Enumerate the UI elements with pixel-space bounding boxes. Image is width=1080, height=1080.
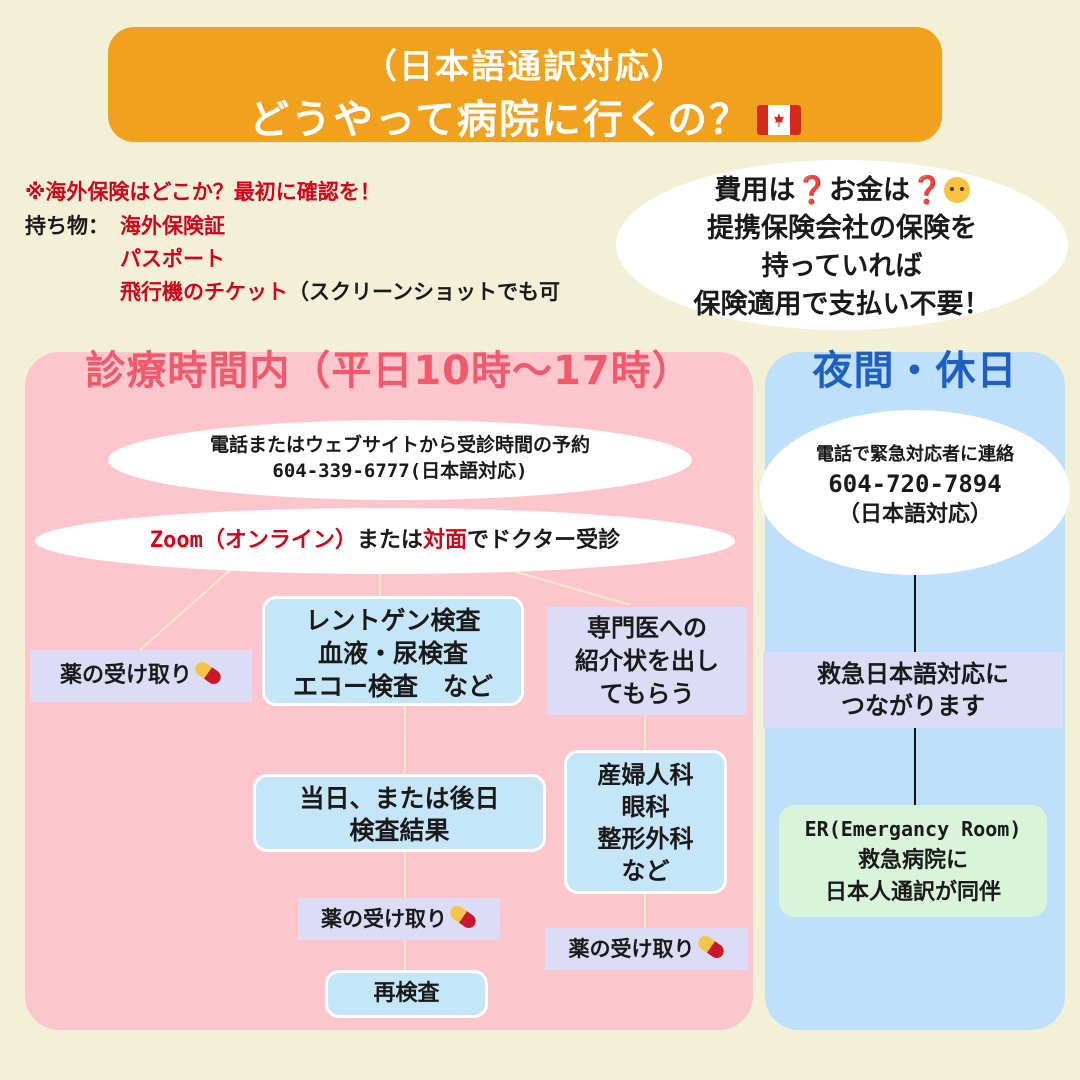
thinking-face-icon [943, 177, 970, 203]
insurance-warning: ※海外保険はどこか？最初に確認を！ [25, 180, 381, 204]
red-question-icon: ❓ [910, 175, 944, 206]
pill-icon [192, 659, 224, 687]
canada-flag-icon [757, 105, 801, 135]
consultation-ellipse: Zoom（オンライン）または対面でドクター受診 [35, 508, 735, 574]
cost-line-3: 持っていれば [761, 251, 923, 282]
item-passport: パスポート [120, 247, 225, 271]
er-box: ER(Emergancy Room) 救急病院に 日本人通訳が同伴 [779, 805, 1047, 917]
medicine-pickup-3: 薬の受け取り [545, 928, 748, 970]
medicine-pickup-1: 薬の受け取り [30, 650, 252, 702]
night-title: 夜間・休日 [812, 348, 1018, 394]
daytime-title: 診療時間内（平日10時〜17時） [85, 348, 693, 394]
retest-box: 再検査 [325, 970, 488, 1018]
pill-icon [695, 933, 726, 961]
results-box: 当日、または後日 検査結果 [253, 774, 546, 852]
red-question-icon: ❓ [795, 175, 829, 206]
emergency-connect-box: 救急日本語対応に つながります [763, 652, 1063, 728]
title-line-2: どうやって病院に行くの？ [108, 87, 942, 145]
cost-bubble: 費用は❓お金は❓ 提携保険会社の保険を 持っていれば 保険適用で支払い不要！ [616, 160, 1068, 330]
cost-line-2: 提携保険会社の保険を [707, 213, 977, 244]
item-ticket-line: 飛行機のチケット（スクリーンショットでも可 [120, 280, 560, 304]
referral-box: 専門医への 紹介状を出し てもらう [547, 607, 747, 715]
item-insurance-card: 海外保険証 [120, 214, 225, 238]
tests-box: レントゲン検査 血液・尿検査 エコー検査 など [262, 596, 524, 706]
pill-icon [447, 903, 479, 931]
cost-line-1: 費用は❓お金は❓ [616, 160, 1068, 210]
title-line-1: （日本語通訳対応） [363, 47, 687, 87]
title-banner: （日本語通訳対応） どうやって病院に行くの？ [108, 27, 942, 145]
medicine-pickup-2: 薬の受け取り [298, 898, 500, 940]
specialists-box: 産婦人科 眼科 整形外科 など [564, 750, 727, 894]
items-label: 持ち物： [25, 214, 109, 238]
emergency-contact-ellipse: 電話で緊急対応者に連絡 604-720-7894 （日本語対応） [760, 410, 1070, 575]
reservation-ellipse: 電話またはウェブサイトから受診時間の予約 604-339-6777(日本語対応) [108, 420, 692, 500]
cost-line-4: 保険適用で支払い不要！ [693, 289, 991, 320]
